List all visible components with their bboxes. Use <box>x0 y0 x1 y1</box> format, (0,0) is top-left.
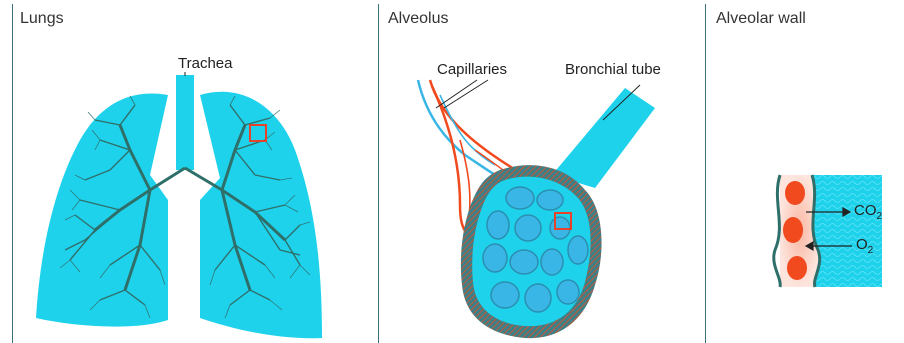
co2-label: CO2 <box>854 202 882 222</box>
o2-label: O2 <box>856 236 873 256</box>
